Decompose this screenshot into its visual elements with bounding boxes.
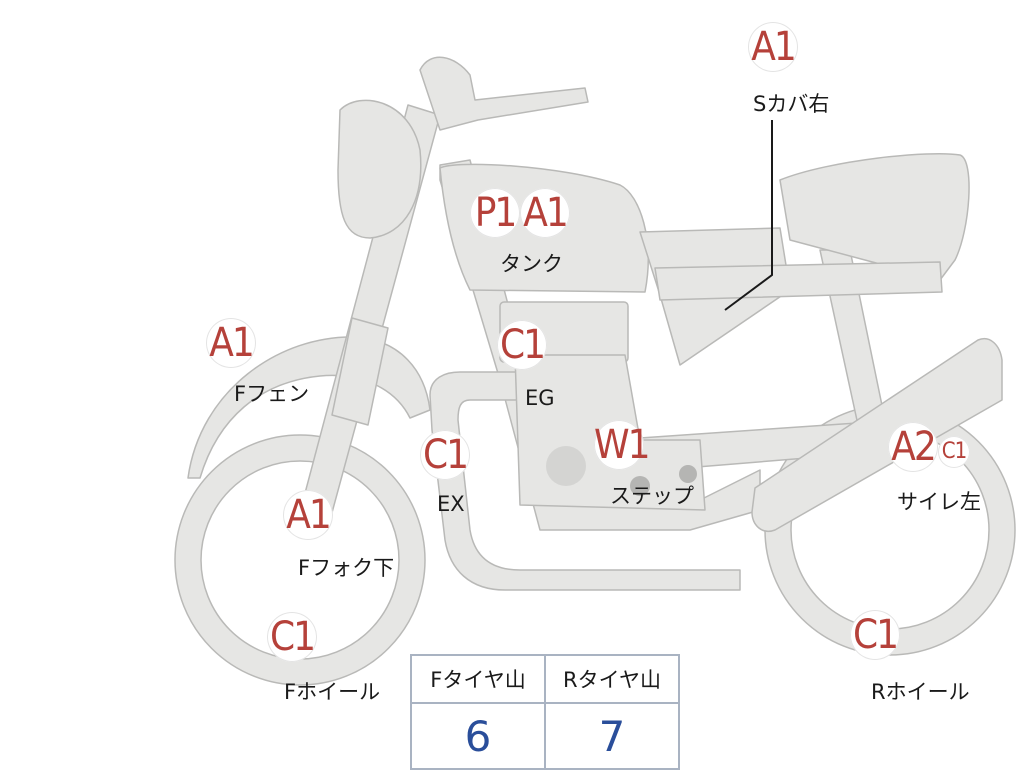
front-fork-lower-badge: A1 <box>283 490 333 540</box>
headlight <box>337 99 422 239</box>
exhaust-label: EX <box>437 492 465 516</box>
s-cover-right-label: Sカバ右 <box>753 92 830 116</box>
silencer-left-badge-1: A2 <box>888 422 938 472</box>
engine-label: EG <box>525 386 555 410</box>
handlebar <box>419 56 589 131</box>
front-tread-header: Fタイヤ山 <box>410 654 546 704</box>
rear-wheel-label: Rホイール <box>871 680 970 704</box>
tank-badge-1: P1 <box>470 188 520 238</box>
rear-wheel-badge: C1 <box>850 610 900 660</box>
seat <box>779 153 970 281</box>
s-cover-right-badge: A1 <box>748 22 798 72</box>
front-fender-label: Fフェン <box>234 382 310 406</box>
silencer-left-label: サイレ左 <box>897 490 981 514</box>
s-cover-leader <box>724 120 773 311</box>
front-tread-value: 6 <box>410 702 546 770</box>
engine-badge: C1 <box>497 320 547 370</box>
exhaust-pipe <box>429 371 741 591</box>
step-label: ステップ <box>610 484 694 508</box>
front-fender-badge: A1 <box>206 318 256 368</box>
tank-label: タンク <box>500 252 563 276</box>
rear-tread-header: Rタイヤ山 <box>544 654 680 704</box>
front-fork-lower-label: Fフォク下 <box>298 556 395 580</box>
silencer-left-badge-2: C1 <box>938 436 970 468</box>
front-wheel-badge: C1 <box>267 612 317 662</box>
front-wheel-label: Fホイール <box>284 680 381 704</box>
rear-tread-value: 7 <box>544 702 680 770</box>
tire-tread-table: Fタイヤ山 Rタイヤ山 6 7 <box>410 654 680 770</box>
tank-badge-2: A1 <box>520 188 570 238</box>
silencer <box>751 338 1003 532</box>
front-wheel <box>175 435 425 685</box>
exhaust-badge: C1 <box>420 430 470 480</box>
step-badge: W1 <box>594 420 650 470</box>
